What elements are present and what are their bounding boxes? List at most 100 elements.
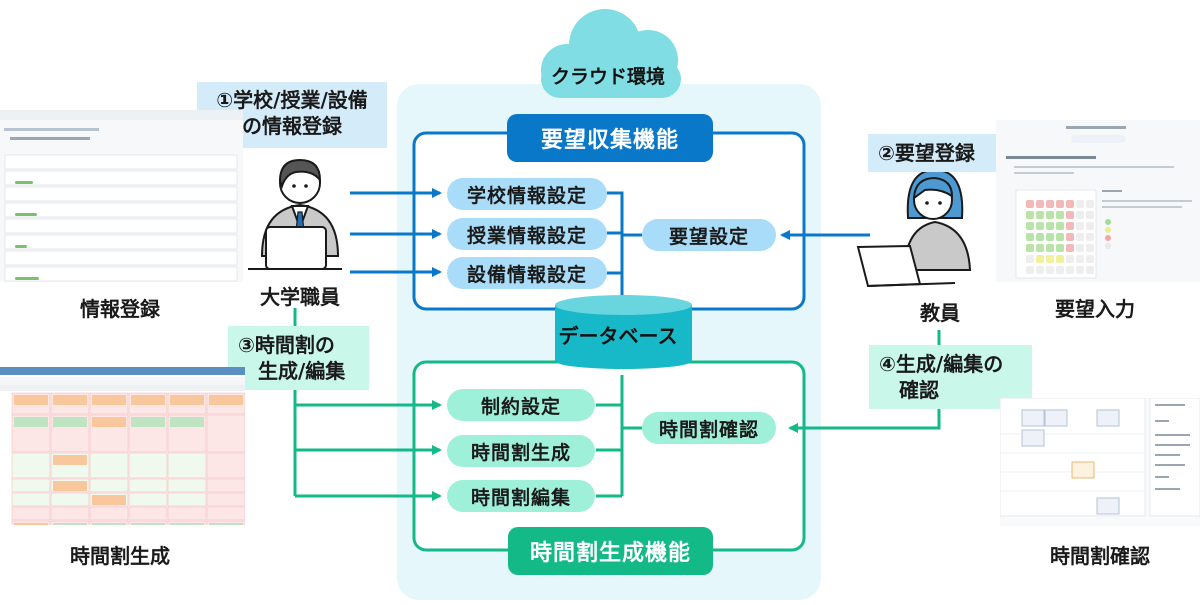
step4-line2: 確認: [899, 378, 939, 402]
info-registration-caption: 情報登録: [80, 297, 160, 321]
timetable-class-block: [131, 523, 165, 525]
timetable-cell: [128, 506, 168, 521]
timetable-class-block: [53, 417, 87, 427]
timetable-cell: [206, 452, 245, 479]
request-grid-cell: [1036, 211, 1044, 219]
timetable-check[interactable]: 時間割確認: [642, 412, 776, 444]
timetable-cell: [206, 506, 245, 521]
request-grid-cell: [1056, 211, 1064, 219]
timetable-cell: [167, 492, 207, 507]
request-grid-cell: [1026, 222, 1034, 230]
timetable-class-block: [92, 395, 126, 405]
timetable-cell: [206, 492, 245, 507]
teacher-person-icon: [856, 168, 972, 288]
request-grid-cell: [1056, 255, 1064, 263]
timetable-cell: [11, 478, 51, 493]
timetable-class-block: [14, 523, 48, 525]
timetable-cell: [167, 452, 207, 479]
request-grid-cell: [1046, 266, 1054, 274]
timetable-class-block: [92, 417, 126, 427]
timetable-cell: [11, 506, 51, 521]
request-grid-cell: [1026, 211, 1034, 219]
request-grid-cell: [1086, 266, 1094, 274]
user-table-thumbnail: [0, 110, 243, 282]
timetable-class-block: [209, 523, 243, 525]
timetable-class-block: [53, 455, 87, 465]
request-grid-cell: [1076, 266, 1084, 274]
timetable-check-caption: 時間割確認: [1050, 544, 1150, 568]
request-grid-cell: [1036, 200, 1044, 208]
request-grid-cell: [1036, 255, 1044, 263]
cloud-label: クラウド環境: [550, 66, 665, 88]
request-grid-cell: [1046, 244, 1054, 252]
info-registration-screenshot: [0, 110, 243, 282]
request-grid-cell: [1066, 200, 1074, 208]
request-grid-cell: [1046, 211, 1054, 219]
request-input-screenshot: [996, 120, 1200, 282]
request-grid-cell: [1076, 233, 1084, 241]
timetable-class-block: [92, 523, 126, 525]
request-grid-cell: [1026, 255, 1034, 263]
timetable-cell: [89, 452, 129, 479]
class-info-setting[interactable]: 授業情報設定: [447, 218, 607, 250]
request-grid-cell: [1056, 222, 1064, 230]
request-grid-cell: [1056, 200, 1064, 208]
request-grid-cell: [1036, 233, 1044, 241]
request-grid-cell: [1056, 233, 1064, 241]
request-input-caption: 要望入力: [1055, 297, 1135, 321]
request-grid-cell: [1026, 200, 1034, 208]
request-grid-cell: [1056, 244, 1064, 252]
timetable-generation[interactable]: 時間割生成: [447, 435, 595, 467]
request-grid-cell: [1026, 244, 1034, 252]
school-info-setting[interactable]: 学校情報設定: [447, 178, 607, 210]
timetable-class-block: [170, 417, 204, 427]
step1-line1: ①学校/授業/設備: [216, 88, 368, 112]
step3-line2: 生成/編集: [258, 359, 346, 383]
timetable-generation-thumbnail: [0, 367, 245, 525]
request-grid-cell: [1086, 233, 1094, 241]
timetable-class-block: [170, 523, 204, 525]
request-grid-cell: [1086, 255, 1094, 263]
timetable-generation-screenshot: [0, 367, 245, 525]
timetable-editing[interactable]: 時間割編集: [447, 480, 595, 512]
staff-person-icon: [248, 158, 342, 270]
request-grid-cell: [1046, 222, 1054, 230]
step4-line1: ④生成/編集の: [879, 352, 1004, 376]
timetable-check-screenshot: [1000, 398, 1200, 526]
timetable-class-block: [14, 395, 48, 405]
timetable-class-block: [131, 417, 165, 427]
request-grid-cell: [1076, 211, 1084, 219]
timetable-cell: [167, 478, 207, 493]
request-grid-cell: [1076, 222, 1084, 230]
request-setting[interactable]: 要望設定: [642, 219, 776, 251]
staff-label: 大学職員: [260, 285, 340, 309]
request-grid-cell: [1066, 222, 1074, 230]
request-grid-cell: [1036, 244, 1044, 252]
timetable-cell: [206, 414, 245, 453]
timetable-cell: [50, 492, 90, 507]
request-grid-cell: [1036, 266, 1044, 274]
request-grid-cell: [1086, 200, 1094, 208]
request-grid-cell: [1056, 266, 1064, 274]
facility-info-setting[interactable]: 設備情報設定: [447, 257, 607, 289]
database-label: データベース: [558, 324, 678, 348]
request-grid-cell: [1086, 211, 1094, 219]
timetable-class-block: [209, 395, 243, 405]
timetable-cell: [167, 506, 207, 521]
timetable-cell: [11, 452, 51, 479]
timetable-cell: [128, 492, 168, 507]
request-grid-cell: [1066, 255, 1074, 263]
request-grid-cell: [1046, 233, 1054, 241]
timetable-generation-caption: 時間割生成: [70, 544, 170, 568]
timetable-cell: [89, 478, 129, 493]
request-grid-cell: [1066, 233, 1074, 241]
request-grid-cell: [1046, 200, 1054, 208]
request-grid-cell: [1026, 233, 1034, 241]
request-grid-cell: [1026, 266, 1034, 274]
constraint-setting[interactable]: 制約設定: [447, 389, 595, 421]
timetable-class-block: [131, 395, 165, 405]
step2-line1: ②要望登録: [878, 141, 975, 165]
request-grid-thumbnail: [1006, 126, 1192, 279]
step2-callout: ②要望登録: [868, 134, 998, 172]
request-grid-cell: [1076, 255, 1084, 263]
